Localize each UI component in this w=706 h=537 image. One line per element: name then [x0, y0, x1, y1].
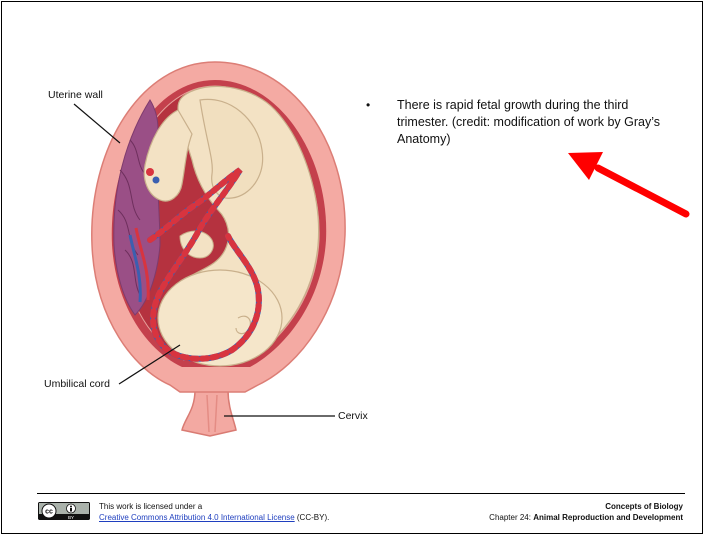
- chapter-title: Animal Reproduction and Development: [533, 513, 683, 522]
- license-line1: This work is licensed under a: [99, 501, 329, 512]
- footer-divider: [37, 493, 685, 494]
- license-notice: This work is licensed under a Creative C…: [99, 501, 329, 523]
- bullet-text: There is rapid fetal growth during the t…: [397, 97, 667, 148]
- license-suffix: (CC-BY).: [295, 513, 330, 522]
- umbilical-cord-label: Umbilical cord: [44, 378, 110, 390]
- bullet-marker: •: [366, 97, 370, 114]
- chapter-prefix: Chapter 24:: [489, 513, 533, 522]
- course-info: Concepts of Biology Chapter 24: Animal R…: [489, 501, 683, 523]
- uterine-wall-label: Uterine wall: [48, 89, 103, 101]
- uterine-wall-leader: [74, 104, 120, 143]
- license-link[interactable]: Creative Commons Attribution 4.0 Interna…: [99, 513, 295, 522]
- cervix-label: Cervix: [338, 410, 368, 422]
- cc-badge-by: BY: [68, 515, 74, 520]
- cc-badge-cc: cc: [45, 509, 53, 516]
- book-title: Concepts of Biology: [489, 501, 683, 512]
- red-arrow-icon: [568, 152, 686, 214]
- cc-by-badge-icon: cc BY: [38, 502, 90, 520]
